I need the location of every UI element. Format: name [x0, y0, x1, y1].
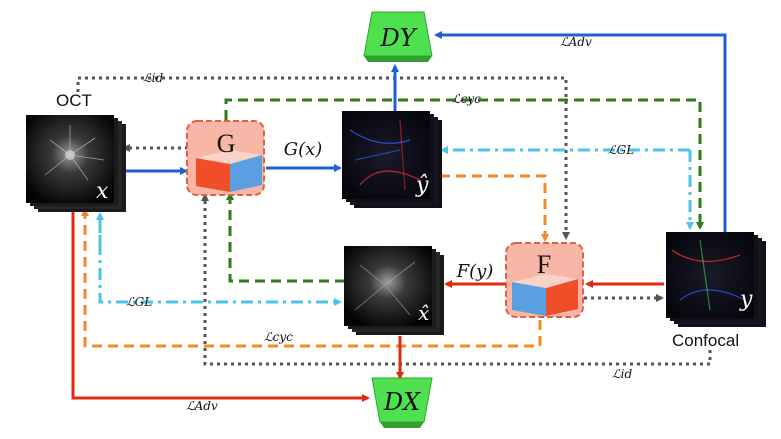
confocal-to-dy-arrow — [434, 31, 727, 234]
confocal-label: Confocal — [672, 331, 739, 350]
generator-g-box — [186, 120, 265, 196]
id-loss-bottom-label: ℒid — [612, 367, 632, 381]
discriminator-x-label: DX — [383, 388, 421, 416]
confocal-variable: y — [739, 287, 753, 312]
id-loss-top-path — [76, 76, 570, 240]
discriminator-y-label: DY — [379, 24, 417, 52]
gl-loss-bottom-label: ℒGL — [126, 295, 152, 309]
oct-image-stack — [26, 115, 126, 212]
adv-loss-top-label: ℒAdv — [560, 35, 592, 49]
discriminator-y-shape — [363, 11, 433, 62]
cyc-loss-bottom-label: ℒcyc — [264, 330, 293, 344]
confocal-image-stack — [666, 232, 766, 327]
oct-variable: x — [96, 179, 109, 204]
adv-loss-bottom-label: ℒAdv — [186, 399, 218, 413]
yhat-image-stack — [342, 111, 442, 208]
generator-g-output-label: G(x) — [284, 139, 323, 160]
gl-loss-top-label: ℒGL — [608, 143, 634, 157]
xhat-image-stack — [344, 246, 444, 335]
cyc-loss-top-path — [224, 98, 704, 230]
gl-loss-top-path — [440, 146, 694, 230]
oct-label: OCT — [56, 91, 92, 110]
yhat-variable: ŷ — [415, 173, 429, 198]
id-loss-bottom-path — [201, 193, 712, 366]
oct-to-dx-arrow — [71, 212, 370, 402]
cyc-loss-bottom-path — [81, 208, 542, 348]
discriminator-x-shape — [371, 377, 433, 428]
cyc-loss-xhat-to-g-path — [226, 192, 345, 283]
xhat-variable: x̂ — [418, 301, 429, 325]
generator-f-box — [505, 242, 584, 318]
id-loss-top-label: ℒid — [143, 71, 163, 85]
gl-loss-bottom-path — [96, 212, 342, 306]
generator-f-label: F — [537, 250, 551, 279]
cyc-loss-yhat-to-f-path — [440, 174, 549, 242]
generator-g-label: G — [217, 129, 236, 158]
generator-f-output-label: F(y) — [456, 261, 494, 282]
cyc-loss-top-label: ℒcyc — [452, 92, 481, 106]
